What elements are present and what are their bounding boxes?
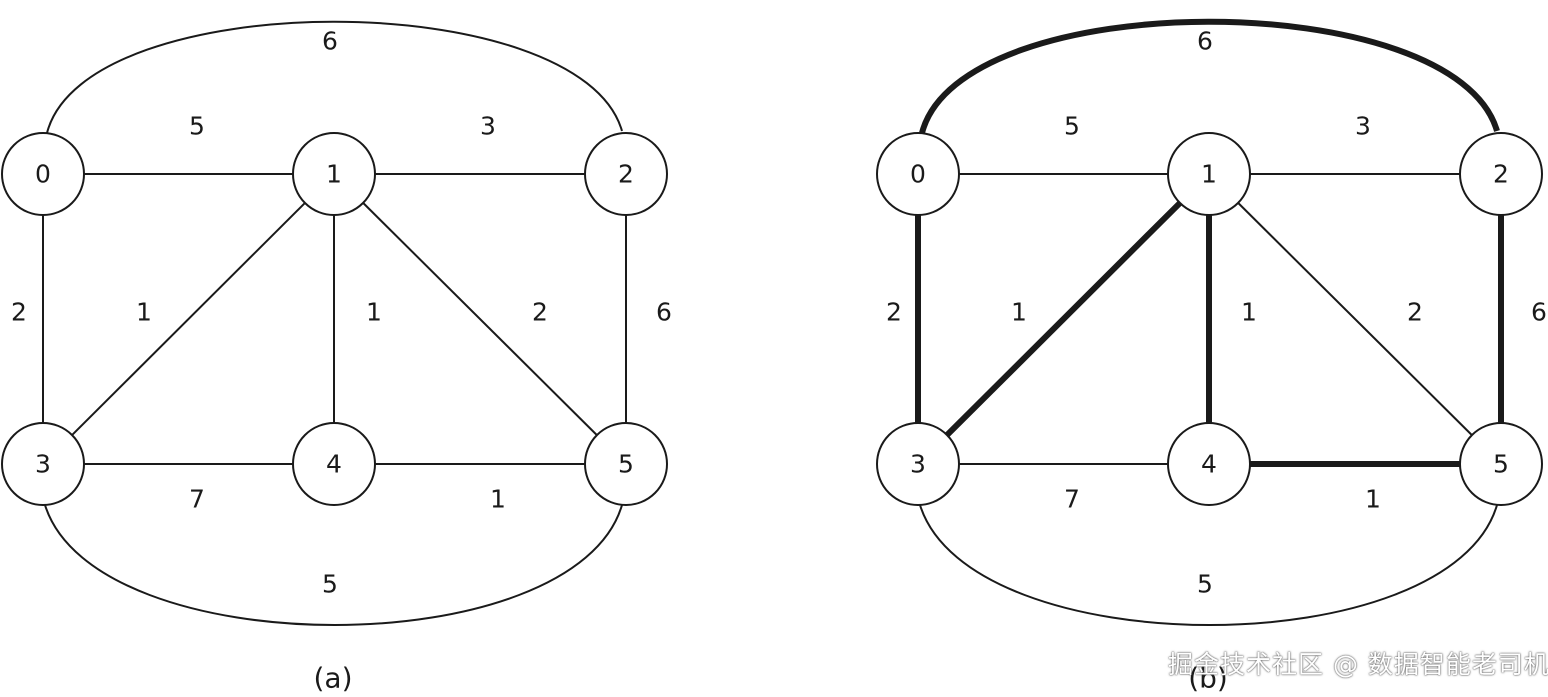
node-circle — [584, 422, 668, 506]
node-label: 5 — [1493, 450, 1509, 479]
edge-3-5 — [44, 504, 623, 626]
node-label: 2 — [618, 160, 634, 189]
panel-caption: (a) — [313, 662, 352, 695]
edge-weight-0-3: 2 — [886, 298, 902, 327]
node-1: 1 — [1167, 132, 1251, 216]
edge-weight-1-4: 1 — [366, 298, 382, 327]
node-label: 0 — [910, 160, 926, 189]
node-4: 4 — [1167, 422, 1251, 506]
edge-0-2 — [46, 20, 623, 134]
node-label: 3 — [35, 450, 51, 479]
edge-3-5 — [919, 504, 1498, 626]
node-label: 5 — [618, 450, 634, 479]
node-0: 0 — [1, 132, 85, 216]
edge-weight-1-2: 3 — [480, 112, 496, 141]
node-label: 1 — [326, 160, 342, 189]
graph-panel-a: 6 5 3 2 1 1 2 6 7 1 5 0 1 2 3 4 5 (a) — [1, 20, 672, 695]
node-5: 5 — [1459, 422, 1543, 506]
node-circle — [292, 422, 376, 506]
edge-weight-0-1: 5 — [189, 112, 205, 141]
edge-weight-0-2: 6 — [322, 27, 338, 56]
node-circle — [584, 132, 668, 216]
node-circle — [292, 132, 376, 216]
node-3: 3 — [876, 422, 960, 506]
edge-1-3 — [944, 200, 1183, 438]
edge-weight-1-3: 1 — [136, 298, 152, 327]
node-4: 4 — [292, 422, 376, 506]
edge-weight-4-5: 1 — [1365, 485, 1381, 514]
node-0: 0 — [876, 132, 960, 216]
edge-weight-0-2: 6 — [1197, 27, 1213, 56]
node-circle — [1167, 132, 1251, 216]
edge-weight-1-4: 1 — [1241, 298, 1257, 327]
watermark: 掘金技术社区 @ 数据智能老司机 — [1168, 650, 1548, 679]
node-2: 2 — [584, 132, 668, 216]
node-label: 4 — [326, 450, 342, 479]
node-1: 1 — [292, 132, 376, 216]
node-circle — [876, 422, 960, 506]
node-circle — [1459, 422, 1543, 506]
node-2: 2 — [1459, 132, 1543, 216]
edge-weight-2-5: 6 — [1531, 298, 1547, 327]
node-label: 2 — [1493, 160, 1509, 189]
edge-weight-1-3: 1 — [1011, 298, 1027, 327]
edge-1-3 — [71, 202, 306, 436]
edge-weight-1-2: 3 — [1355, 112, 1371, 141]
graph-panel-b: 6 5 3 2 1 1 2 6 7 1 5 0 1 2 3 4 5 (b) — [876, 18, 1547, 695]
edge-weight-3-4: 7 — [1064, 485, 1080, 514]
node-label: 0 — [35, 160, 51, 189]
edge-weight-0-1: 5 — [1064, 112, 1080, 141]
edge-weight-4-5: 1 — [490, 485, 506, 514]
node-label: 1 — [1201, 160, 1217, 189]
panel-caption: (b) — [1188, 662, 1228, 695]
edge-weight-3-5: 5 — [1197, 570, 1213, 599]
edge-1-5 — [1237, 202, 1473, 436]
node-circle — [876, 132, 960, 216]
edge-weight-1-5: 2 — [1407, 298, 1423, 327]
edge-weight-0-3: 2 — [11, 298, 27, 327]
node-circle — [1, 422, 85, 506]
edge-1-5 — [362, 202, 598, 436]
edge-weight-3-5: 5 — [322, 570, 338, 599]
node-label: 3 — [910, 450, 926, 479]
edge-weight-1-5: 2 — [532, 298, 548, 327]
edge-weight-2-5: 6 — [656, 298, 672, 327]
edge-weight-3-4: 7 — [189, 485, 205, 514]
node-circle — [1459, 132, 1543, 216]
node-label: 4 — [1201, 450, 1217, 479]
node-circle — [1, 132, 85, 216]
edge-0-2 — [919, 18, 1500, 134]
node-3: 3 — [1, 422, 85, 506]
node-5: 5 — [584, 422, 668, 506]
node-circle — [1167, 422, 1251, 506]
